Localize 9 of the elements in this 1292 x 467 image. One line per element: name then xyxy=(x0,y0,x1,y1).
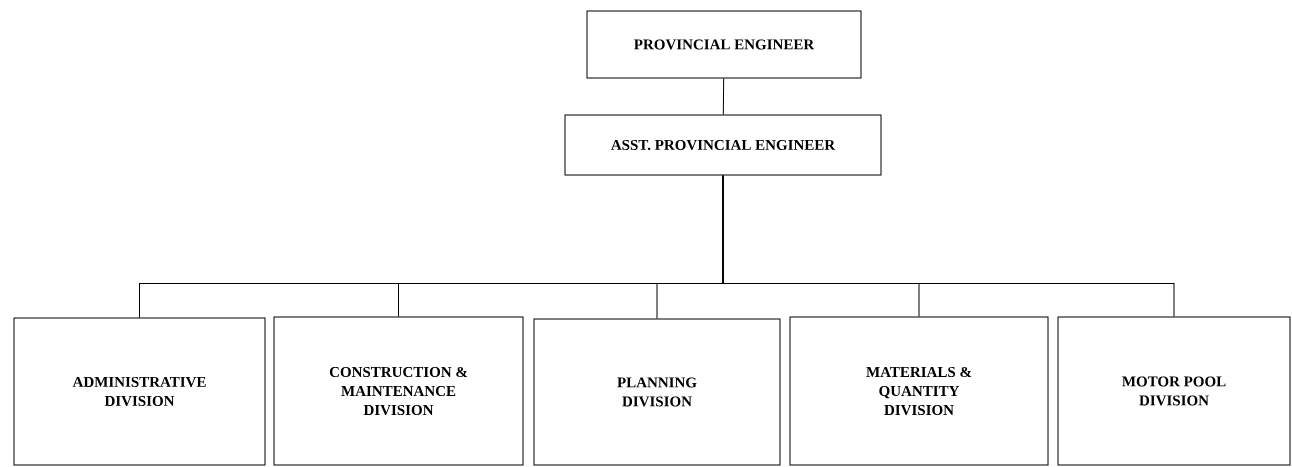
title-box: ASST. PROVINCIAL ENGINEER xyxy=(564,114,882,176)
division-box: ADMINISTRATIVE DIVISION xyxy=(13,317,266,466)
division-box: CONSTRUCTION & MAINTENANCE DIVISION xyxy=(273,316,524,466)
division-box: MATERIALS & QUANTITY DIVISION xyxy=(789,316,1049,466)
connector-line xyxy=(722,175,1175,317)
title-box: PROVINCIAL ENGINEER xyxy=(586,10,862,79)
division-box: PLANNING DIVISION xyxy=(533,318,781,466)
division-box: MOTOR POOL DIVISION xyxy=(1057,316,1291,466)
connector-line xyxy=(722,78,725,115)
